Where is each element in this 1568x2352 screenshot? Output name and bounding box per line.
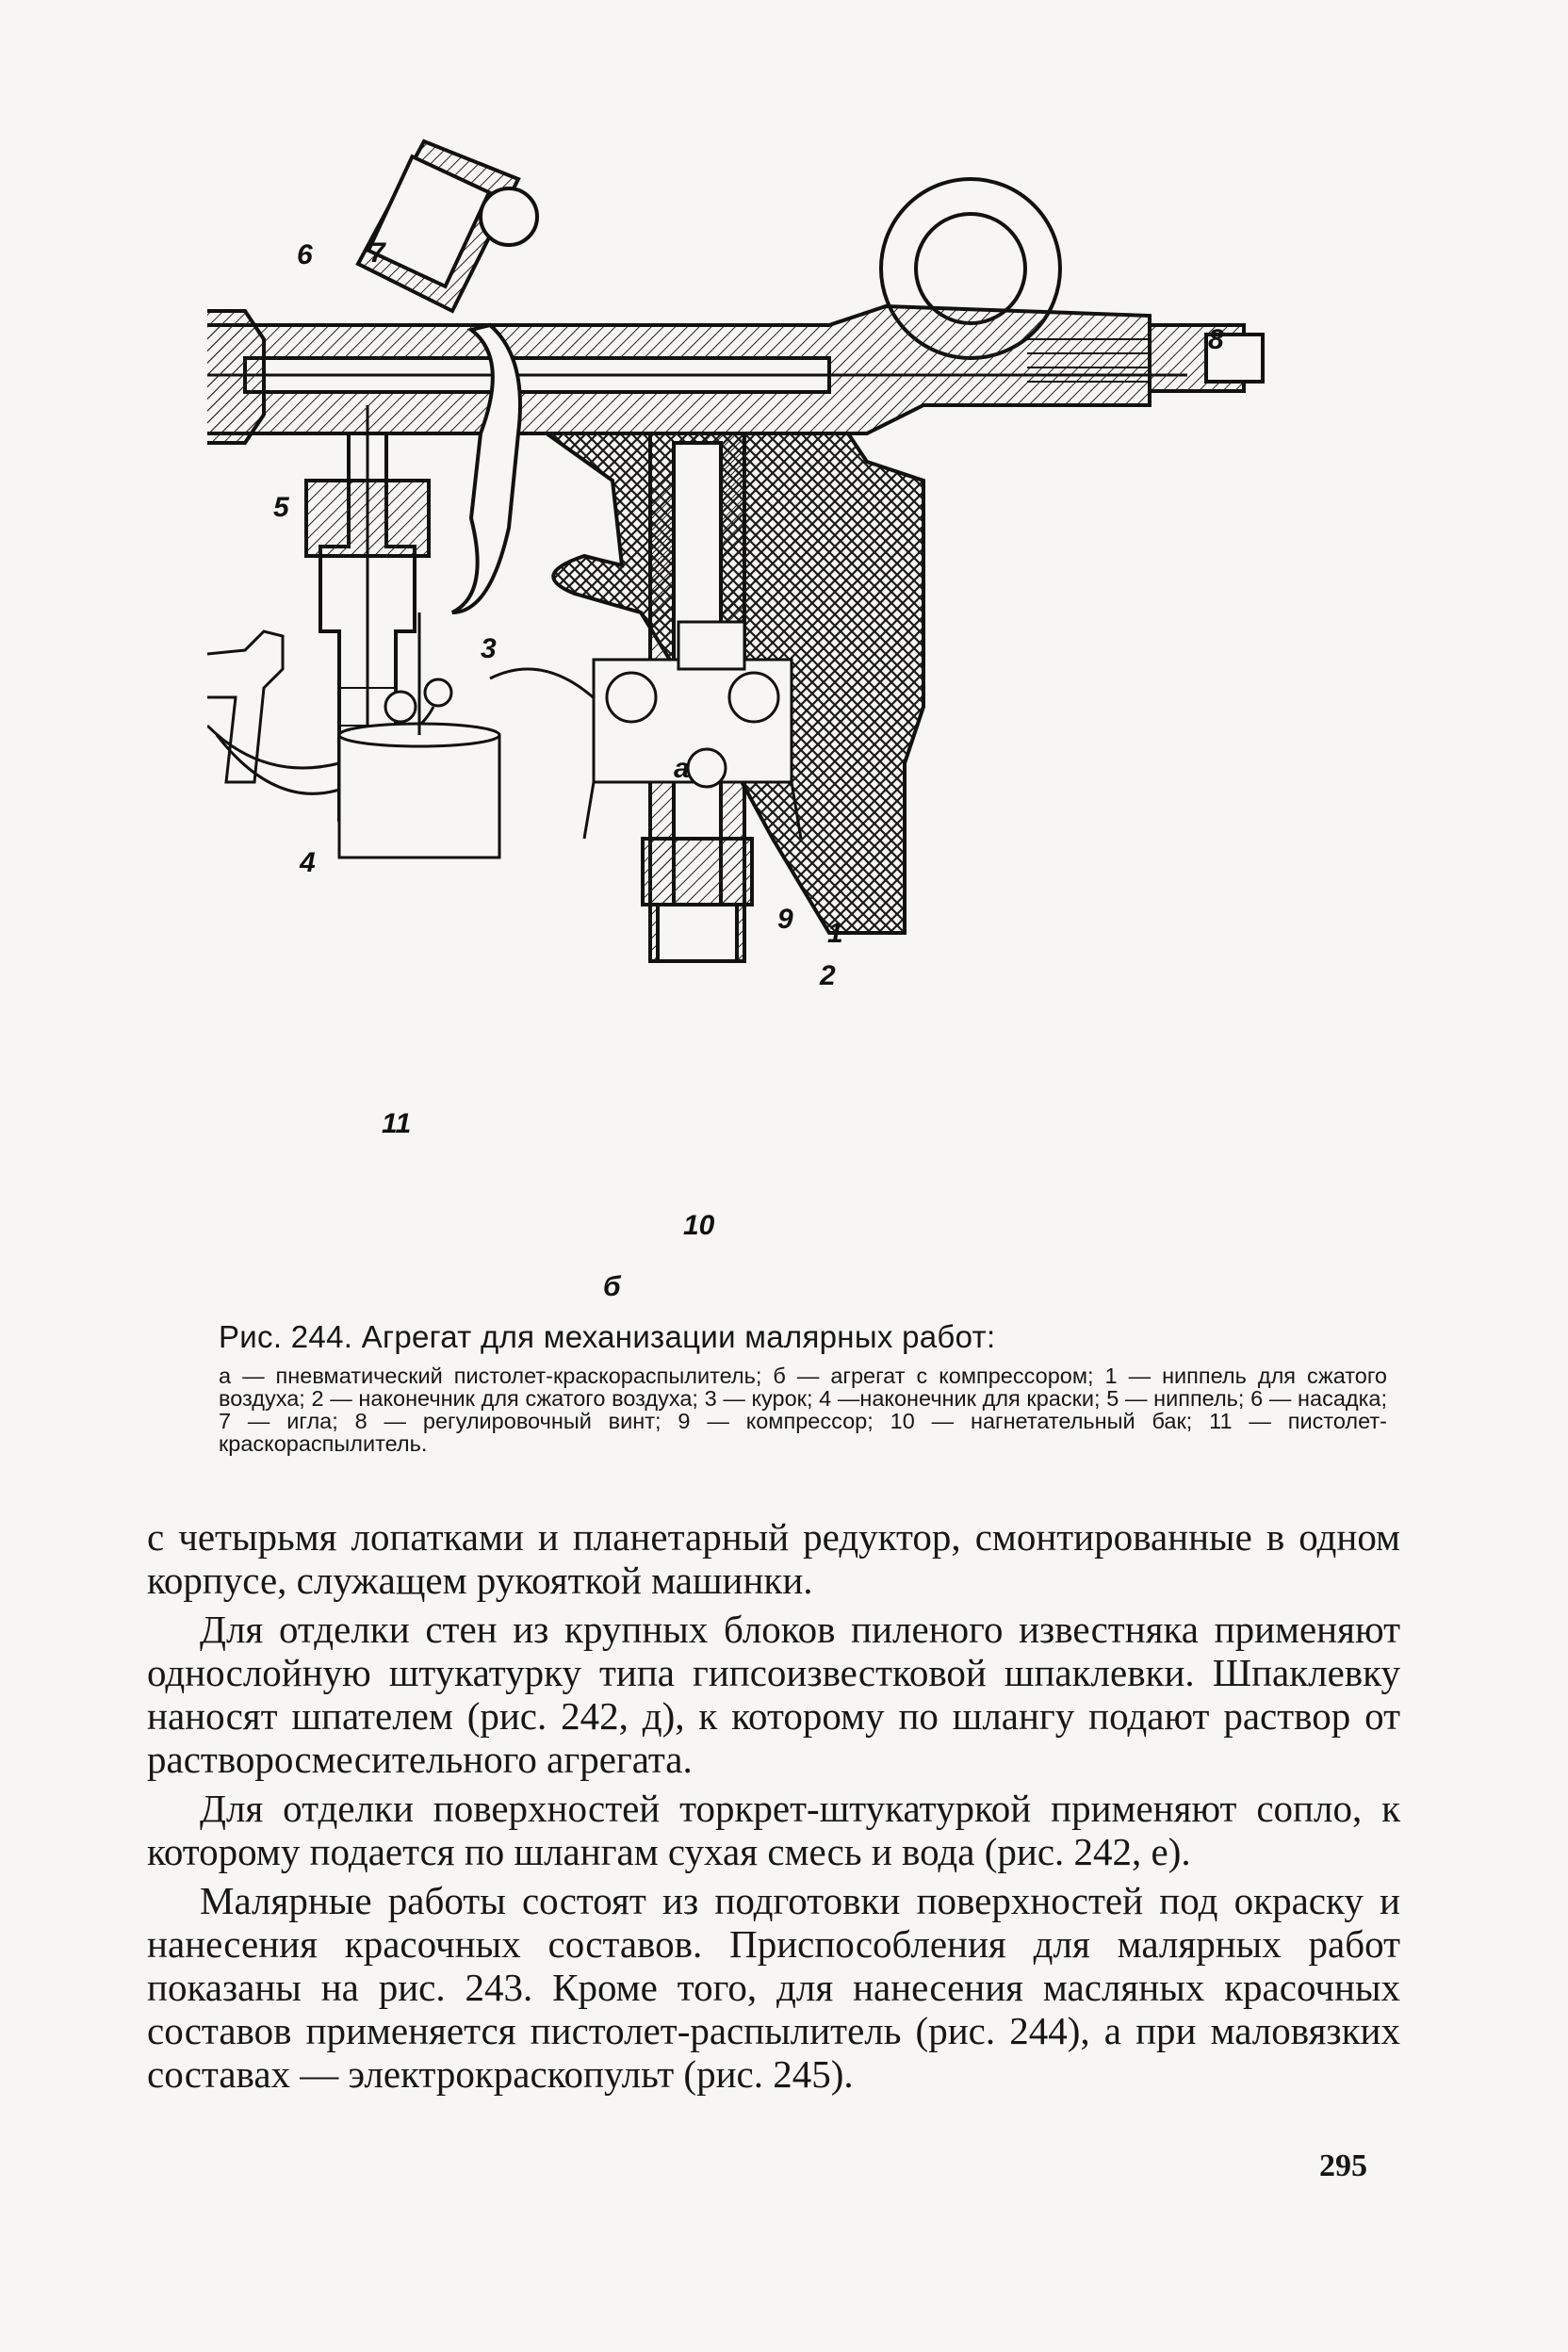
callout-10: 10 (683, 1210, 715, 1241)
caption-legend: а — пневматический пистолет-краскораспыл… (219, 1364, 1387, 1456)
callout-a: а (674, 753, 690, 784)
paragraph-4: Малярные работы состоят из подготовки по… (147, 1879, 1400, 2096)
callout-9: 9 (777, 904, 793, 935)
compressor-aggregate (207, 612, 803, 859)
spray-gun-diagram: 1 2 3 4 5 6 7 8 а 9 10 11 б (207, 139, 1265, 1302)
caption-title: Рис. 244. Агрегат для механизации малярн… (219, 1319, 996, 1354)
callout-b: б (603, 1271, 622, 1302)
callout-5: 5 (273, 492, 290, 523)
callout-labels: 1 2 3 4 5 6 7 8 а 9 10 11 б (273, 237, 1224, 1302)
callout-8: 8 (1208, 324, 1224, 355)
callout-2: 2 (819, 960, 836, 991)
body-text: с четырьмя лопатками и планетарный редук… (147, 1515, 1400, 2101)
callout-4: 4 (299, 847, 316, 878)
callout-6: 6 (297, 239, 313, 270)
paragraph-1: с четырьмя лопатками и планетарный редук… (147, 1515, 1400, 1602)
paragraph-2: Для отделки стен из крупных блоков пилен… (147, 1608, 1400, 1781)
figure-caption: Рис. 244. Агрегат для механизации малярн… (219, 1319, 1387, 1455)
callout-11: 11 (382, 1108, 411, 1139)
callout-1: 1 (827, 918, 843, 949)
callout-7: 7 (369, 237, 386, 269)
page-number: 295 (1319, 2148, 1367, 2183)
callout-3: 3 (481, 633, 497, 664)
spray-gun-figure: 1 2 3 4 5 6 7 8 а 9 10 11 б (207, 122, 1395, 1310)
paragraph-3: Для отделки поверхностей торкрет-штукату… (147, 1787, 1400, 1873)
